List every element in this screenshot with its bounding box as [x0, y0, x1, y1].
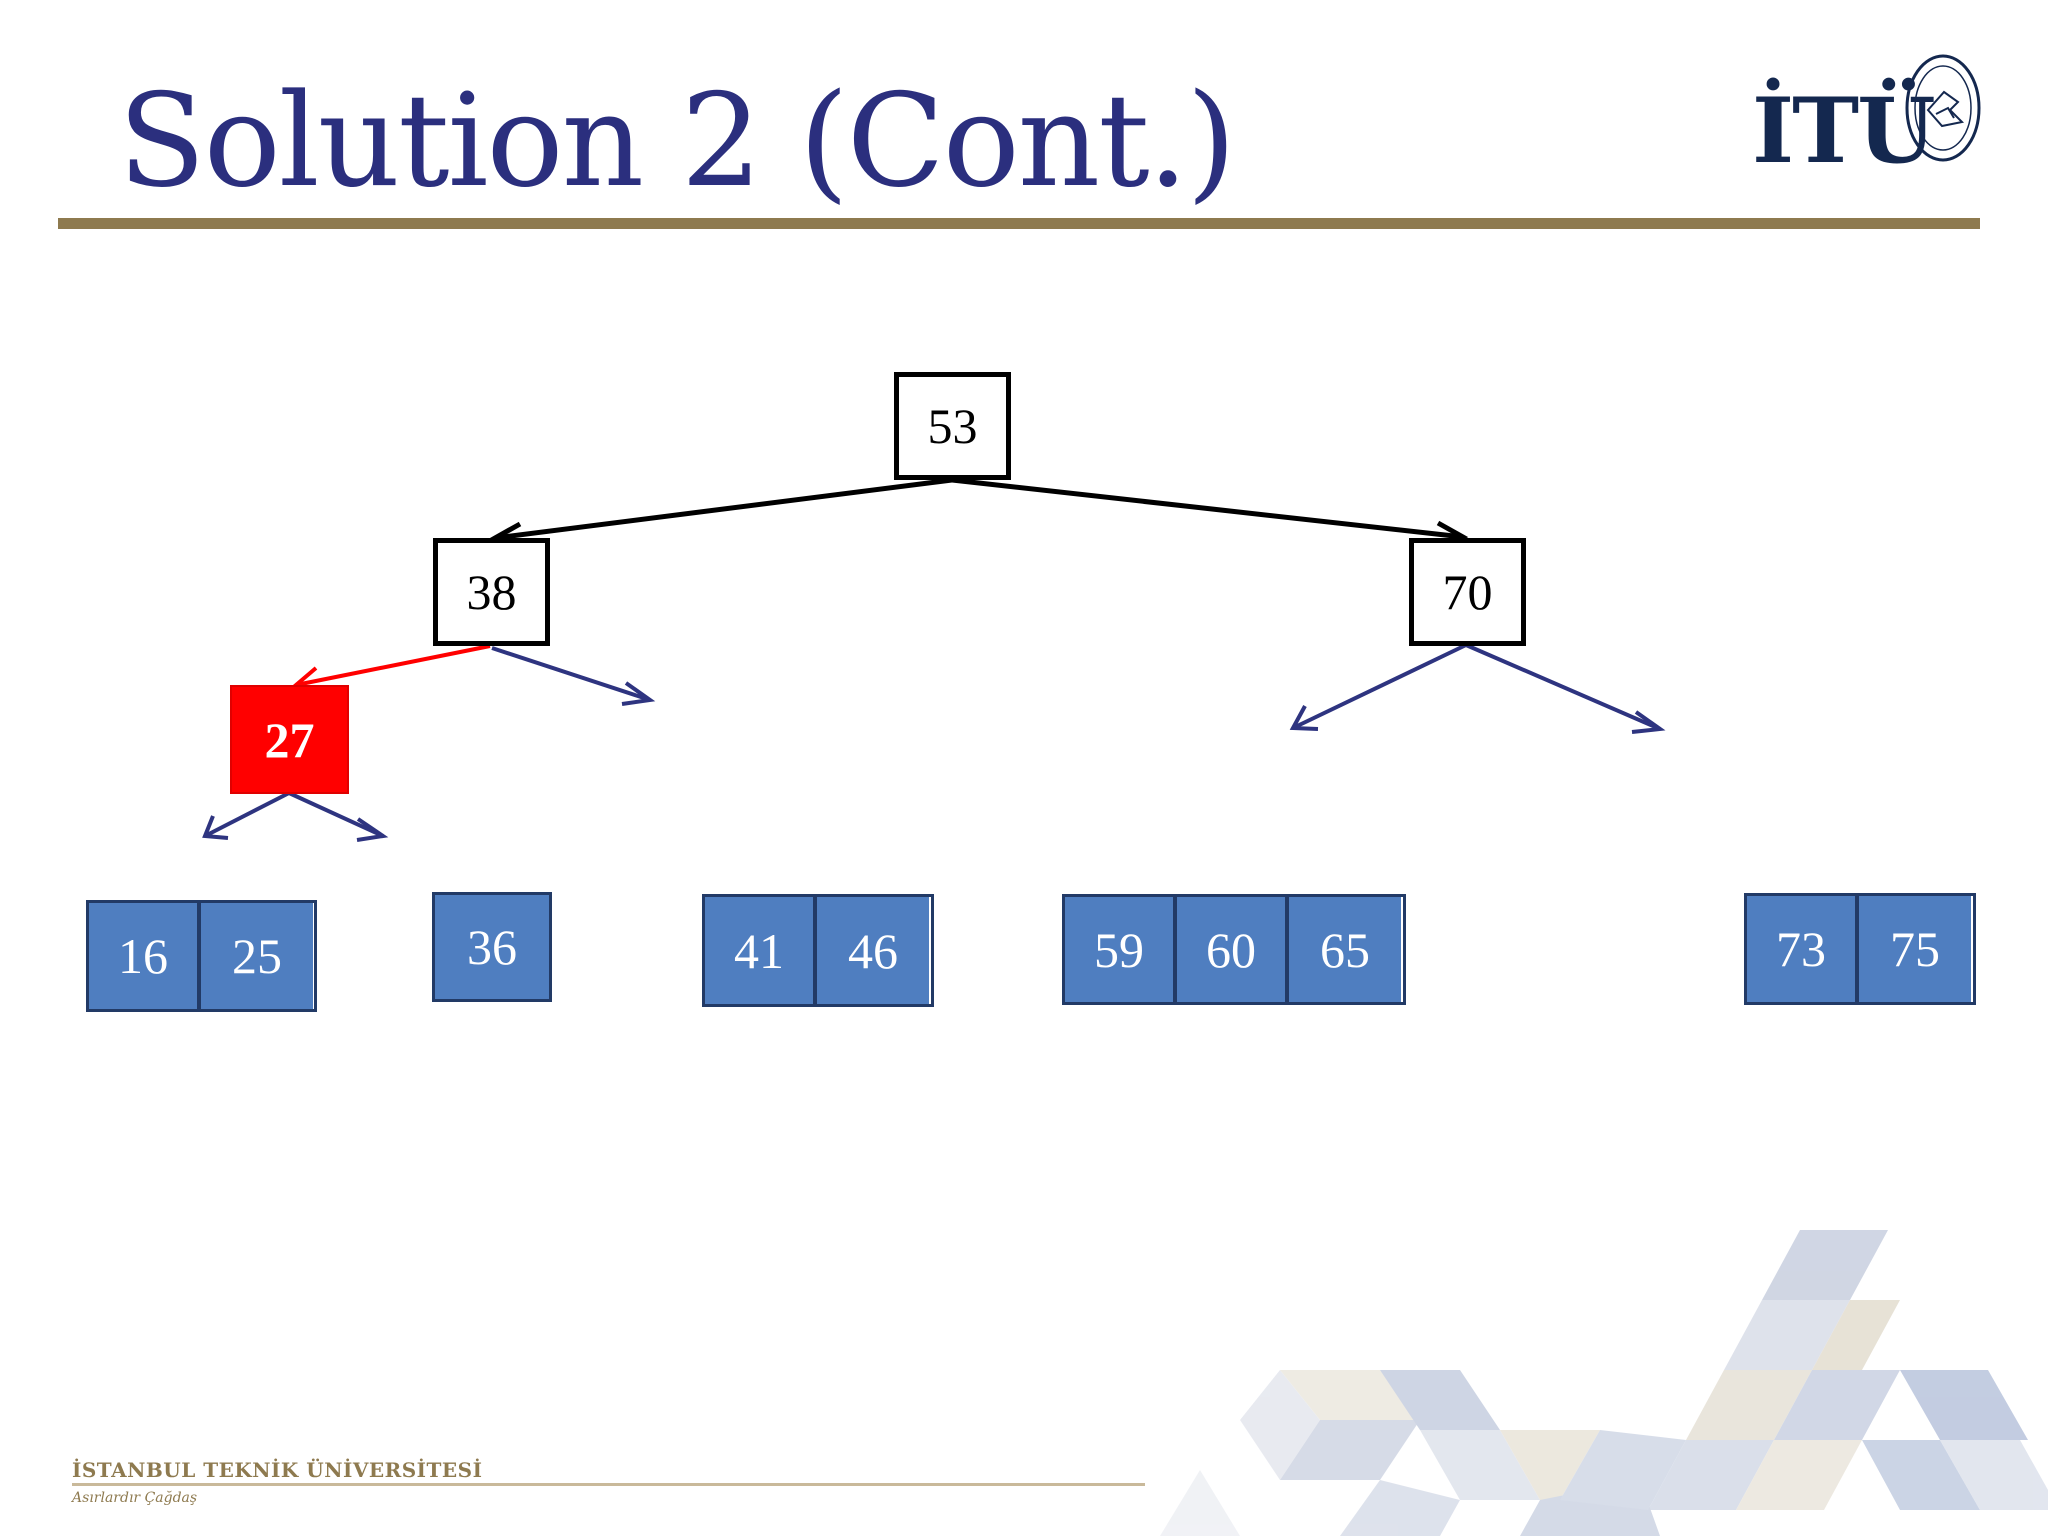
- leaf-key: 36: [435, 895, 549, 999]
- decorative-hexagon-pattern: [1160, 1230, 2048, 1536]
- slide-title: Solution 2 (Cont.): [118, 67, 1236, 216]
- edge-53-38: [494, 477, 953, 541]
- logo-wordmark: İTÜ: [1752, 78, 1936, 184]
- footer-divider: [72, 1483, 1145, 1486]
- tree-node-highlighted: 27: [230, 685, 349, 794]
- tree-node-left: 38: [433, 538, 550, 646]
- leaf-key: 25: [201, 903, 313, 1009]
- footer-institution-name: İSTANBUL TEKNİK ÜNİVERSİTESİ: [72, 1458, 483, 1482]
- university-seal-icon: [1905, 54, 1981, 162]
- leaf-node-2: 36: [432, 892, 552, 1002]
- tree-node-root: 53: [894, 372, 1011, 480]
- edge-27-left: [204, 791, 290, 838]
- leaf-node-3: 41 46: [702, 894, 934, 1007]
- title-divider: [58, 218, 1980, 229]
- arrowhead-27-right: [356, 817, 389, 842]
- leaf-key: 46: [817, 897, 929, 1004]
- leaf-node-5: 73 75: [1744, 893, 1976, 1005]
- edge-38-right: [491, 646, 651, 702]
- footer-motto: Asırlardır Çağdaş: [72, 1490, 198, 1506]
- leaf-key: 65: [1289, 897, 1401, 1002]
- edge-27-right: [288, 791, 384, 838]
- itu-logo: İTÜ: [1752, 52, 1982, 182]
- leaf-node-4: 59 60 65: [1062, 894, 1406, 1005]
- leaf-node-1: 16 25: [86, 900, 317, 1012]
- leaf-key: 75: [1859, 896, 1971, 1002]
- leaf-key: 73: [1747, 896, 1859, 1002]
- edge-53-70: [951, 477, 1464, 540]
- arrowhead-27-left: [202, 815, 229, 840]
- leaf-key: 16: [89, 903, 201, 1009]
- arrowhead-38-right: [621, 681, 656, 706]
- edge-70-left: [1292, 643, 1467, 730]
- edge-38-27: [295, 644, 491, 687]
- edge-70-right: [1465, 643, 1661, 731]
- leaf-key: 60: [1177, 897, 1289, 1002]
- leaf-key: 59: [1065, 897, 1177, 1002]
- leaf-key: 41: [705, 897, 817, 1004]
- arrowhead-70-right: [1631, 710, 1666, 734]
- tree-node-right: 70: [1409, 538, 1526, 646]
- arrowhead-70-left: [1289, 705, 1319, 731]
